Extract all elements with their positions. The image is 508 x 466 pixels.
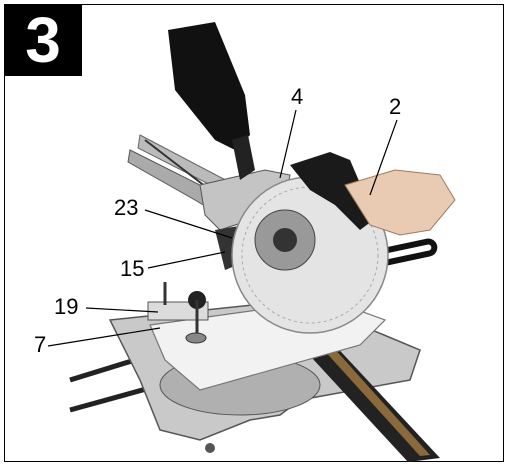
callout-2: 2 [389, 94, 402, 119]
miter-scale-rail [300, 340, 440, 462]
figure-number-badge: 3 [4, 4, 82, 76]
callout-7: 7 [34, 332, 47, 357]
material-clamp [147, 282, 209, 344]
callout-4: 4 [291, 84, 304, 109]
dust-bag [168, 22, 255, 180]
callout-15: 15 [120, 256, 145, 281]
callout-19: 19 [54, 294, 79, 319]
callout-23: 23 [114, 195, 139, 220]
